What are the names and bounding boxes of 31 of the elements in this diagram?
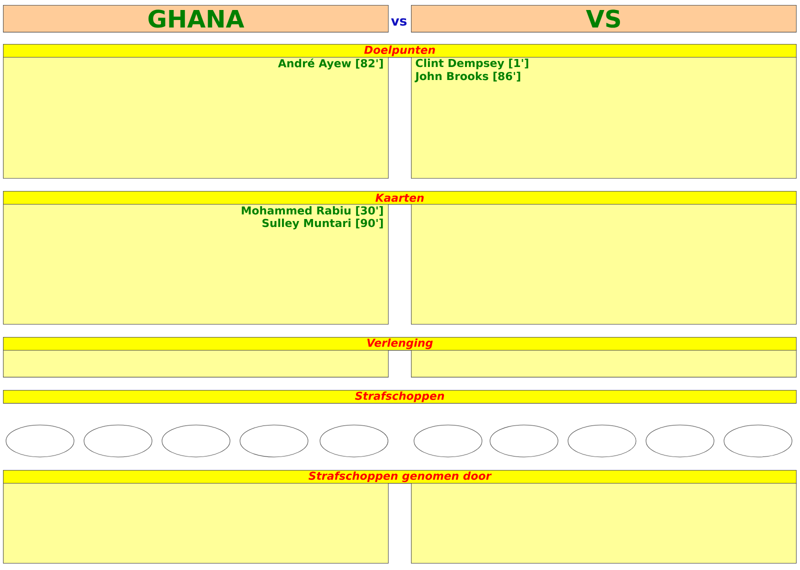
- panel: [411, 204, 797, 325]
- penalty-circle: [320, 424, 388, 458]
- player-entry: John Brooks [86']: [414, 72, 520, 82]
- penalty-circle: [84, 424, 152, 458]
- panel: [3, 57, 389, 179]
- player-entry: Sulley Muntari [90']: [262, 218, 383, 230]
- team-header: VS: [411, 5, 797, 32]
- panel: [411, 57, 797, 179]
- panel: [411, 483, 797, 564]
- panel: [3, 204, 389, 325]
- penalty-circle: [568, 424, 636, 458]
- team-header: GHANA: [3, 5, 389, 32]
- section-bar: Doelpunten: [3, 44, 797, 58]
- player-entry: Clint Dempsey [1']: [416, 58, 528, 70]
- section-bar: Kaarten: [3, 191, 797, 205]
- panel: [3, 350, 389, 378]
- panel: [411, 350, 797, 378]
- penalty-circle: [240, 424, 308, 458]
- section-bar: Strafschoppen: [3, 390, 797, 404]
- penalty-circle: [6, 424, 74, 458]
- penalty-circle: [162, 424, 230, 458]
- player-entry: André Ayew [82']: [278, 58, 383, 70]
- player-entry: Mohammed Rabiu [30']: [242, 206, 383, 216]
- penalty-circle: [646, 424, 714, 458]
- penalty-circle: [724, 424, 792, 458]
- section-bar: Verlenging: [3, 337, 797, 351]
- penalty-circle: [414, 424, 482, 458]
- section-bar: Strafschoppen genomen door: [3, 470, 797, 484]
- versus-label: vs: [391, 18, 407, 26]
- penalty-circle: [490, 424, 558, 458]
- panel: [3, 483, 389, 564]
